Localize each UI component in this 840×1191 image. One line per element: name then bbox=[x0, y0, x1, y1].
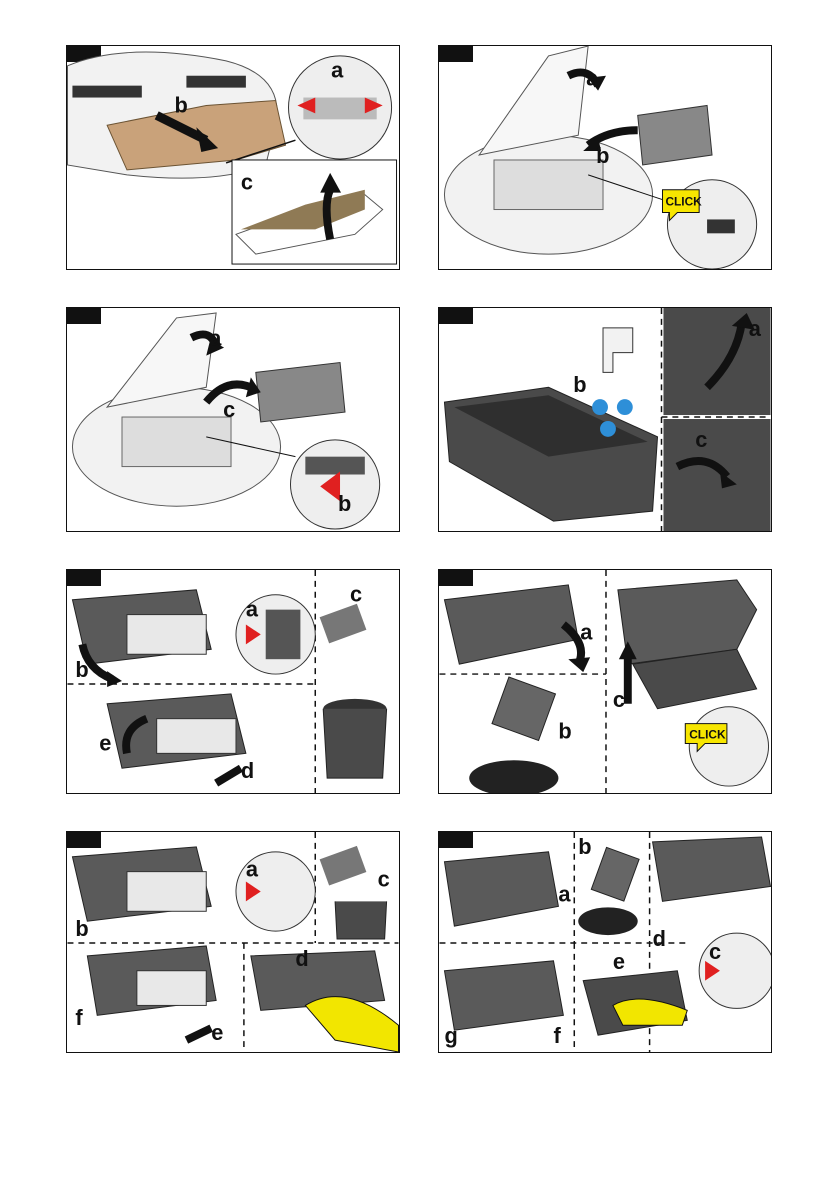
label-a: a bbox=[586, 66, 599, 91]
water-drop-icon bbox=[592, 399, 608, 415]
label-b: b bbox=[338, 491, 351, 516]
water-drop-icon bbox=[617, 399, 633, 415]
label-c: c bbox=[223, 397, 235, 422]
label-d: d bbox=[241, 758, 254, 783]
panel-6: a b c CLICK bbox=[438, 569, 772, 794]
label-d: d bbox=[653, 926, 666, 951]
filter bbox=[492, 677, 556, 741]
label-b: b bbox=[578, 834, 591, 859]
label-a: a bbox=[558, 881, 571, 906]
label-a: a bbox=[246, 597, 259, 622]
trash-bin bbox=[323, 709, 386, 778]
label-a: a bbox=[246, 857, 259, 882]
label-g: g bbox=[444, 1023, 457, 1048]
label-c: c bbox=[350, 582, 362, 607]
cleaning-cloth bbox=[305, 997, 398, 1052]
faucet-icon bbox=[603, 328, 633, 373]
label-c: c bbox=[709, 939, 721, 964]
illustration-clean-filter: a b d c g f e bbox=[439, 832, 771, 1052]
label-d: d bbox=[295, 946, 308, 971]
panel-3: a c b bbox=[66, 307, 400, 532]
illustration-dustbin-filter: a b c CLICK bbox=[439, 570, 771, 793]
label-c: c bbox=[378, 867, 390, 892]
label-e: e bbox=[211, 1020, 223, 1045]
label-f: f bbox=[553, 1023, 561, 1048]
label-b: b bbox=[175, 92, 188, 117]
label-f: f bbox=[75, 1005, 83, 1030]
arrow-icon bbox=[568, 657, 590, 672]
panel-4: b a c bbox=[438, 307, 772, 532]
label-b: b bbox=[558, 718, 571, 743]
water-drop-icon bbox=[600, 421, 616, 437]
dustbin bbox=[256, 363, 345, 422]
label-a: a bbox=[749, 316, 762, 341]
click-callout: CLICK bbox=[689, 727, 726, 741]
label-b: b bbox=[573, 372, 586, 397]
label-a: a bbox=[580, 619, 593, 644]
label-c: c bbox=[241, 170, 253, 195]
illustration-empty-dustbin: b a e d c bbox=[67, 570, 399, 793]
label-b: b bbox=[75, 916, 88, 941]
label-b: b bbox=[596, 143, 609, 168]
click-callout: CLICK bbox=[665, 195, 702, 209]
illustration-rinse-water-tank: b a c bbox=[439, 308, 771, 531]
label-e: e bbox=[99, 730, 111, 755]
panel-7: b a c f e d bbox=[66, 831, 400, 1053]
panel-8: a b d c g f e bbox=[438, 831, 772, 1053]
label-a: a bbox=[331, 58, 344, 83]
illustration-insert-dustbin: a b CLICK bbox=[439, 46, 771, 269]
dustbin bbox=[638, 105, 712, 164]
trash-bin bbox=[335, 901, 387, 939]
label-c: c bbox=[695, 427, 707, 452]
panel-2: a b CLICK bbox=[438, 45, 772, 270]
panel-1: b a c bbox=[66, 45, 400, 270]
label-a: a bbox=[209, 326, 222, 351]
illustration-clean-dustbin: b a c f e d bbox=[67, 832, 399, 1052]
label-c: c bbox=[613, 687, 625, 712]
label-b: b bbox=[75, 657, 88, 682]
label-e: e bbox=[613, 949, 625, 974]
dustbin bbox=[444, 585, 578, 664]
illustration-remove-mop: b a c bbox=[67, 46, 399, 269]
panel-5: b a e d c bbox=[66, 569, 400, 794]
illustration-remove-dustbin: a c b bbox=[67, 308, 399, 531]
